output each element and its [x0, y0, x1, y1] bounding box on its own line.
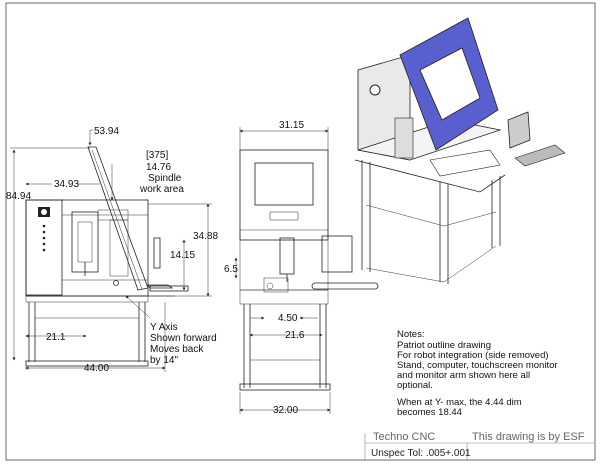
ownership-text: This drawing is by ESF — [472, 431, 585, 443]
dim-overall-height: 84.94 — [6, 191, 31, 202]
iso-keyboard — [514, 144, 566, 167]
front-view: 31.15 6.5 4.50 21.6 32.00 — [224, 120, 379, 416]
dim-front-left-height: 6.5 — [224, 264, 238, 275]
side-monitor — [153, 237, 161, 269]
sheet-border — [5, 2, 596, 461]
dim-bottom-width: 21.1 — [46, 332, 66, 343]
dim-right-height: 34.88 — [193, 231, 218, 242]
spindle-label-1: Spindle — [148, 173, 182, 184]
dim-base-height: 34.93 — [54, 179, 79, 190]
dim-spindle-bracket: [375] — [146, 150, 168, 161]
note-line-2: For robot integration (side removed) — [397, 350, 549, 361]
note-line-4: and monitor arm shown here all — [397, 370, 530, 381]
note-line-3: Stand, computer, touchscreen monitor — [397, 360, 558, 371]
dim-front-arm-width: 21.6 — [285, 330, 305, 341]
note-line-5: optional. — [397, 380, 433, 391]
iso-monitor — [507, 111, 531, 149]
tolerance-text: Unspec Tol: .005+.001 — [371, 448, 471, 459]
y-axis-note-2: Shown forward — [150, 333, 217, 344]
note-line-7: When at Y- max, the 4.44 dim — [397, 397, 522, 408]
y-axis-note-1: Y Axis — [150, 322, 178, 333]
dim-front-mid-width: 4.50 — [278, 313, 298, 324]
y-axis-note-3: Moves back — [150, 344, 204, 355]
dim-arm-height: 14.15 — [170, 250, 195, 261]
note-line-0: Notes: — [397, 329, 424, 340]
note-line-1: Patriot outline drawing — [397, 340, 491, 351]
side-stand — [25, 295, 149, 303]
front-enclosure — [239, 149, 329, 241]
isometric-view — [354, 17, 566, 284]
title-block: Techno CNC This drawing is by ESF Unspec… — [364, 431, 594, 460]
dim-top-height: 53.94 — [94, 126, 119, 137]
note-line-8: becomes 18.44 — [397, 407, 462, 418]
dim-overall-width: 44.00 — [84, 363, 109, 374]
y-axis-note-4: by 14" — [150, 355, 178, 366]
front-spindle — [279, 237, 295, 275]
notes-block: Notes: Patriot outline drawing For robot… — [397, 329, 558, 418]
dim-front-overall-width: 32.00 — [273, 405, 298, 416]
side-gantry — [87, 146, 149, 291]
dim-front-top-width: 31.15 — [279, 120, 304, 131]
side-view: 53.94 84.94 34.93 [375] 14.76 Spindle wo… — [6, 126, 218, 374]
dim-spindle-value: 14.76 — [146, 162, 171, 173]
front-window — [254, 162, 314, 206]
company-name: Techno CNC — [373, 431, 435, 443]
front-keyboard-tray — [311, 282, 379, 290]
front-monitor — [321, 235, 353, 273]
spindle-label-2: work area — [139, 184, 184, 195]
